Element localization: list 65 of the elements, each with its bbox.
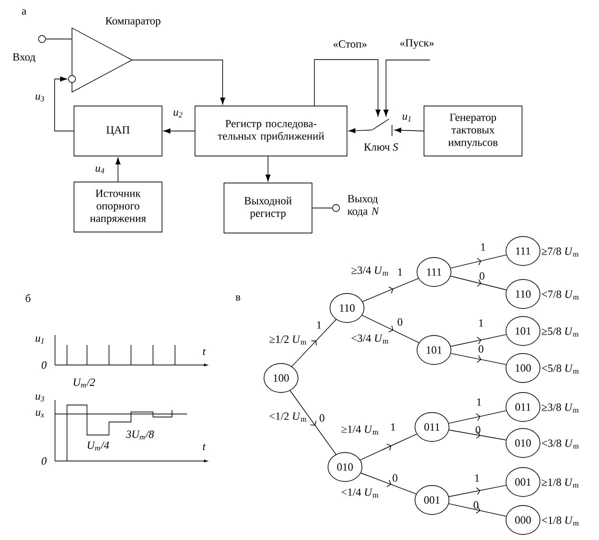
axis-label: u$_{3}$	[36, 394, 44, 402]
edge-label: u$_{4}$	[96, 166, 104, 174]
edge-label: 0	[476, 426, 480, 434]
condition-label: ≥3/4 U$_{m}$	[352, 266, 388, 276]
condition-label: ≥5/8 U$_{m}$	[542, 328, 579, 336]
arrow	[265, 156, 271, 182]
axis-label: U$_{m}$/4	[88, 442, 110, 450]
axis-label: 0	[42, 457, 47, 465]
edge-label: «Пуск»	[400, 39, 434, 49]
terminal-label: Выход кода N	[348, 195, 380, 217]
arrow	[116, 158, 121, 182]
block-box: Выходной регистр	[224, 182, 312, 234]
condition-label: <3/8 U$_{m}$	[542, 440, 579, 448]
edge-label: 0	[392, 474, 398, 482]
arrow	[164, 128, 195, 134]
condition-label: ≥3/8 U$_{m}$	[542, 404, 579, 412]
edge-label: 1	[398, 268, 402, 276]
arrow	[314, 59, 381, 116]
edge-label: 1	[391, 423, 396, 431]
axis-label: U$_{m}$/2	[74, 378, 96, 388]
condition-label: ≥1/4 U$_{m}$	[342, 426, 378, 434]
condition-label: <7/8 U$_{m}$	[542, 290, 579, 300]
panel-letter: в	[236, 295, 240, 301]
edge-label: 1	[317, 321, 322, 329]
edge-label: 1	[481, 243, 486, 251]
edge-label: u$_{3}$	[36, 94, 44, 102]
switch-label: Ключ S	[364, 143, 398, 151]
edge-label: 0	[320, 414, 324, 422]
edge-label: 0	[398, 318, 402, 326]
edge-label: 1	[475, 474, 480, 482]
edge-label: u$_{1}$	[402, 114, 411, 122]
arrow	[54, 76, 74, 132]
terminal-label: Вход	[12, 53, 36, 63]
condition-label: ≥7/8 U$_{m}$	[542, 248, 579, 256]
axis-label: 0	[42, 361, 47, 369]
edge-label: «Стоп»	[334, 40, 366, 48]
condition-label: <1/4 U$_{m}$	[342, 488, 378, 498]
block-box: Регистр последова-тельных приближений	[194, 106, 348, 156]
condition-label: <3/4 U$_{m}$	[352, 334, 388, 344]
edge-label: u$_{2}$	[174, 110, 182, 118]
panel-letter: а	[22, 9, 26, 15]
condition-label: <1/8 U$_{m}$	[542, 516, 579, 526]
axis-label: u$_{1}$	[36, 336, 44, 344]
arrow	[348, 128, 372, 134]
condition-label: <5/8 U$_{m}$	[542, 364, 579, 374]
axis-label: t	[202, 444, 206, 450]
panel-letter: б	[26, 294, 30, 302]
edge-label: 1	[479, 319, 484, 327]
arrow	[132, 60, 226, 104]
edge-label: 0	[474, 501, 478, 509]
block-box: Источник опорного напряжения	[74, 182, 162, 232]
block-box: ЦАП	[74, 106, 162, 156]
arrow	[383, 60, 430, 116]
edge-label: 0	[480, 272, 484, 280]
condition-label: <1/2 U$_{m}$	[270, 412, 306, 422]
condition-label: ≥1/8 U$_{m}$	[542, 478, 579, 488]
condition-label: ≥1/2 U$_{m}$	[270, 336, 306, 344]
arrow	[394, 128, 424, 133]
comparator-label: Компаратор	[106, 17, 160, 27]
axis-label: 3U$_{m}$/8	[126, 430, 154, 440]
block-box: Генератор тактовых импульсов	[424, 106, 522, 156]
axis-label: u$_{x}$	[36, 410, 44, 418]
edge-label: 0	[478, 345, 484, 353]
axis-label: t	[202, 348, 206, 356]
edge-label: 1	[477, 398, 482, 406]
